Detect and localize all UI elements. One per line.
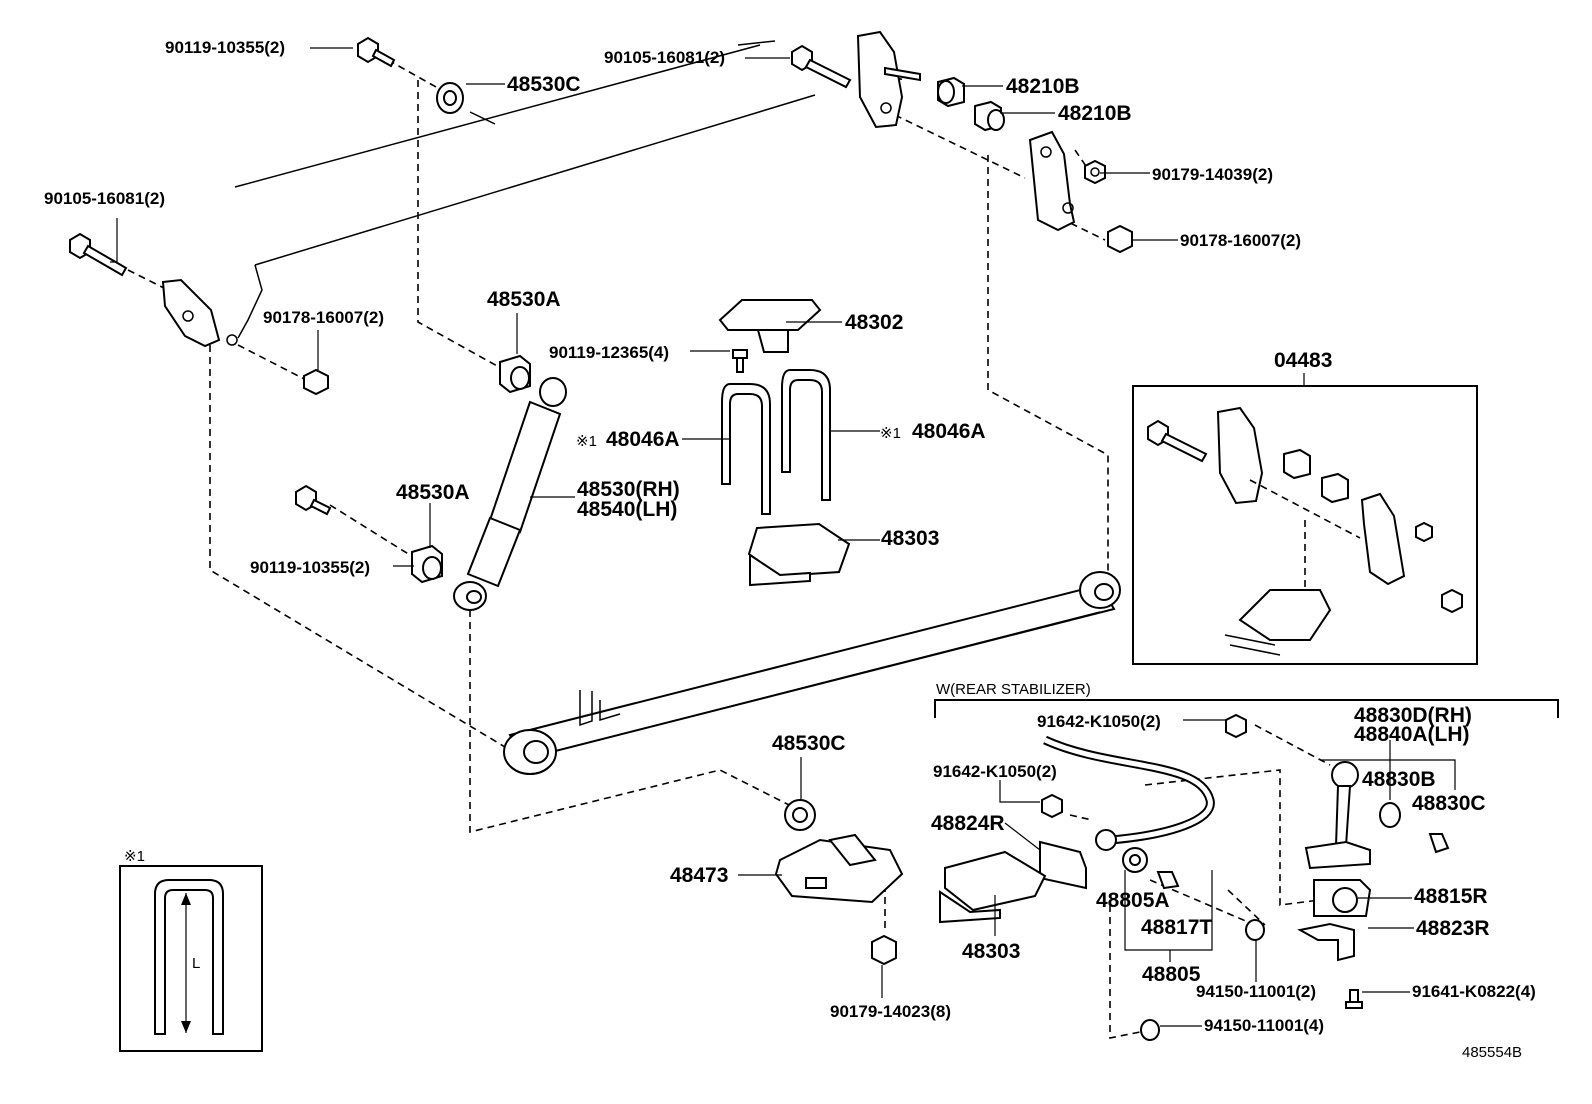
- spring-seat-icon[interactable]: [774, 833, 904, 904]
- rear-stabilizer-bracket: [934, 699, 1559, 718]
- stabilizer-bushing-icon[interactable]: [1313, 879, 1372, 917]
- part-label[interactable]: 48046A: [606, 428, 680, 451]
- part-label[interactable]: 48530A: [396, 481, 470, 504]
- part-label[interactable]: 90178-16007(2): [1180, 231, 1301, 250]
- length-label: L: [192, 955, 200, 972]
- note-marker: ※1: [880, 425, 901, 442]
- stabilizer-bar-icon[interactable]: [1043, 735, 1215, 851]
- part-label[interactable]: 90105-16081(2): [44, 189, 165, 208]
- shackle-plate-icon[interactable]: [856, 30, 921, 129]
- diagram-id: 485554B: [1462, 1044, 1522, 1061]
- note-marker: ※1: [576, 433, 597, 450]
- leader-lines: [110, 47, 1456, 1027]
- part-label[interactable]: 90179-14039(2): [1152, 165, 1273, 184]
- part-label[interactable]: 90119-12365(4): [549, 343, 669, 362]
- part-label[interactable]: 48830B: [1362, 768, 1436, 791]
- bolt-icon[interactable]: [295, 484, 332, 516]
- kit-04483-box: [1132, 385, 1478, 665]
- bolt-long-icon[interactable]: [69, 232, 128, 277]
- bushing-washer-icon[interactable]: [436, 82, 496, 125]
- note-marker: ※1: [124, 848, 145, 865]
- part-label[interactable]: 48210B: [1058, 102, 1132, 125]
- shackle-bushing-icon[interactable]: [937, 76, 965, 108]
- u-bolt-icon[interactable]: [781, 369, 831, 501]
- part-label[interactable]: 91641-K0822(4): [1412, 982, 1536, 1001]
- part-label[interactable]: 48303: [881, 527, 939, 550]
- part-label[interactable]: 48830D(RH): [1354, 704, 1472, 727]
- part-label[interactable]: 48473: [670, 864, 728, 887]
- shackle-bushing-icon[interactable]: [974, 100, 1005, 132]
- bumper-bracket-icon[interactable]: [939, 850, 1047, 924]
- bushing-washer-icon[interactable]: [784, 799, 816, 831]
- stabilizer-bracket-icon[interactable]: [1039, 840, 1087, 890]
- stabilizer-bracket-icon[interactable]: [1297, 922, 1355, 962]
- bumper-bracket-icon[interactable]: [747, 522, 851, 587]
- callout-labels: 90119-10355(2) 48530C 90105-16081(2) 482…: [44, 38, 1536, 1061]
- part-label[interactable]: 94150-11001(2): [1196, 982, 1316, 1001]
- nut-icon[interactable]: [303, 368, 329, 396]
- part-label[interactable]: 48815R: [1414, 885, 1488, 908]
- nut-icon[interactable]: [1140, 1019, 1160, 1041]
- part-label[interactable]: 90119-10355(2): [165, 38, 285, 57]
- bushing-icon[interactable]: [411, 544, 443, 584]
- part-label[interactable]: 48805: [1142, 963, 1201, 986]
- nut-icon[interactable]: [1245, 919, 1265, 941]
- part-label[interactable]: 48530C: [507, 73, 581, 96]
- frame-outline: [234, 40, 816, 339]
- bolt-small-icon[interactable]: [1041, 793, 1063, 819]
- bushing-icon[interactable]: [499, 354, 531, 394]
- section-title: W(REAR STABILIZER): [936, 681, 1091, 698]
- assembly-lines: [127, 59, 1331, 1039]
- u-bolt-icon[interactable]: [721, 383, 771, 515]
- part-label[interactable]: 48530C: [772, 732, 846, 755]
- part-label[interactable]: 90178-16007(2): [263, 308, 384, 327]
- bolt-small-icon[interactable]: [1225, 713, 1247, 739]
- part-label[interactable]: 48817T: [1141, 916, 1212, 939]
- part-label[interactable]: 90179-14023(8): [830, 1002, 951, 1021]
- bolt-icon[interactable]: [357, 36, 396, 68]
- nut-icon[interactable]: [1084, 159, 1106, 185]
- part-label[interactable]: 48805A: [1096, 889, 1170, 912]
- part-label[interactable]: 91642-K1050(2): [1037, 712, 1161, 731]
- hanger-bracket-icon[interactable]: [161, 278, 238, 348]
- part-label[interactable]: 90105-16081(2): [604, 48, 725, 67]
- leaf-spring-icon[interactable]: [503, 571, 1121, 775]
- part-label[interactable]: 48830C: [1412, 792, 1486, 815]
- stabilizer-link-icon[interactable]: [1304, 761, 1371, 870]
- part-label[interactable]: 48824R: [931, 812, 1005, 835]
- part-label[interactable]: 48540(LH): [577, 498, 677, 521]
- part-label[interactable]: 48303: [962, 940, 1020, 963]
- link-bushing-icon[interactable]: [1379, 802, 1401, 828]
- ubolt-seat-icon[interactable]: [718, 299, 822, 353]
- part-label[interactable]: 91642-K1050(2): [933, 762, 1057, 781]
- part-label[interactable]: 48046A: [912, 420, 986, 443]
- bolt-small-icon[interactable]: [732, 349, 748, 373]
- nut-icon[interactable]: [871, 934, 897, 966]
- bolt-small-icon[interactable]: [1345, 989, 1363, 1009]
- part-label[interactable]: 48530A: [487, 288, 561, 311]
- nut-icon[interactable]: [1107, 224, 1133, 254]
- part-label[interactable]: 94150-11001(4): [1204, 1016, 1324, 1035]
- stabilizer-bushing-icon[interactable]: [1122, 847, 1148, 873]
- part-label[interactable]: 04483: [1274, 349, 1332, 372]
- bolt-long-icon[interactable]: [791, 44, 852, 89]
- link-bushing-icon[interactable]: [1428, 833, 1450, 854]
- part-label[interactable]: 48530(RH): [577, 478, 680, 501]
- part-label[interactable]: 48302: [845, 311, 903, 334]
- ubolt-length-box: [119, 865, 263, 1052]
- part-label[interactable]: 48210B: [1006, 75, 1080, 98]
- part-label[interactable]: 48840A(LH): [1354, 723, 1470, 746]
- part-label[interactable]: 90119-10355(2): [250, 558, 370, 577]
- shackle-plate-icon[interactable]: [1028, 130, 1076, 232]
- shock-absorber-icon[interactable]: [453, 377, 567, 611]
- stabilizer-bushing-icon[interactable]: [1156, 871, 1180, 890]
- part-label[interactable]: 48823R: [1416, 917, 1490, 940]
